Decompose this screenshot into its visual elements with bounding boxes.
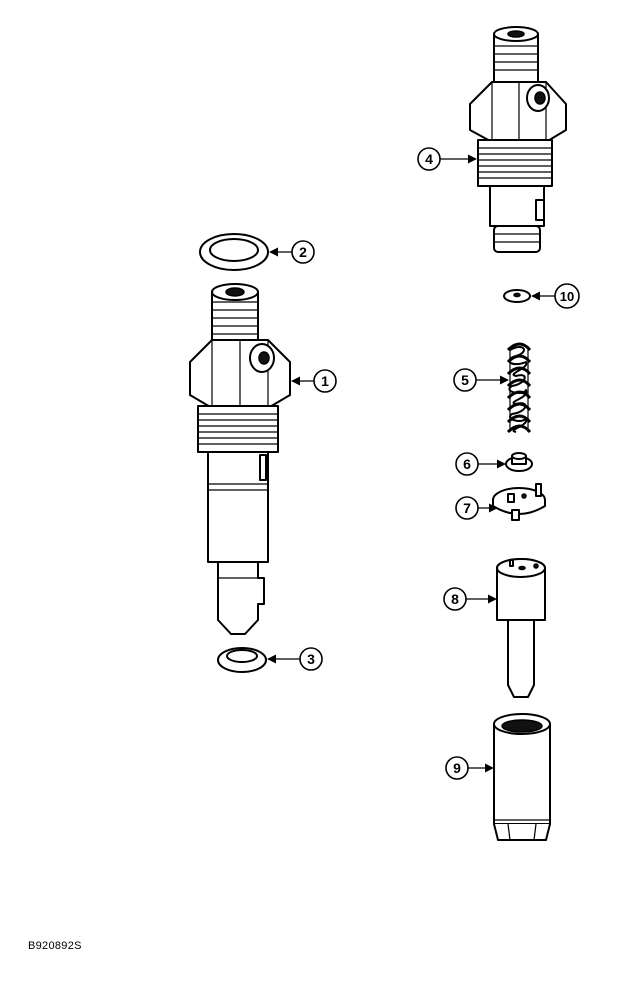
callout-3: 3	[299, 647, 323, 671]
callout-label-8: 8	[451, 591, 459, 607]
nozzle	[496, 558, 546, 698]
callout-label-10: 10	[560, 289, 574, 304]
callout-7: 7	[455, 496, 479, 520]
holder-body	[469, 26, 567, 253]
sealing-washer-lower	[217, 647, 267, 673]
sealing-ring-upper	[199, 233, 269, 271]
figure-code: B920892S	[28, 940, 82, 952]
callout-label-9: 9	[453, 760, 461, 776]
callout-9: 9	[445, 756, 469, 780]
callout-5: 5	[453, 368, 477, 392]
callout-label-4: 4	[425, 151, 433, 167]
callout-1: 1	[313, 369, 337, 393]
callout-label-1: 1	[321, 373, 329, 389]
callout-2: 2	[291, 240, 315, 264]
shim-washer	[503, 289, 531, 303]
nozzle-holder-assembly	[189, 283, 291, 635]
nozzle-retaining-nut	[493, 713, 551, 841]
callout-label-2: 2	[299, 244, 307, 260]
callout-label-5: 5	[461, 372, 469, 388]
callout-6: 6	[455, 452, 479, 476]
callout-label-3: 3	[307, 651, 315, 667]
pressure-spring	[506, 342, 532, 434]
spring-seat	[505, 452, 533, 472]
intermediate-plate	[492, 483, 546, 521]
callout-4: 4	[417, 147, 441, 171]
callout-label-6: 6	[463, 456, 471, 472]
callout-8: 8	[443, 587, 467, 611]
leader-lines	[267, 154, 556, 773]
callout-10: 10	[554, 283, 580, 309]
callout-label-7: 7	[463, 500, 471, 516]
